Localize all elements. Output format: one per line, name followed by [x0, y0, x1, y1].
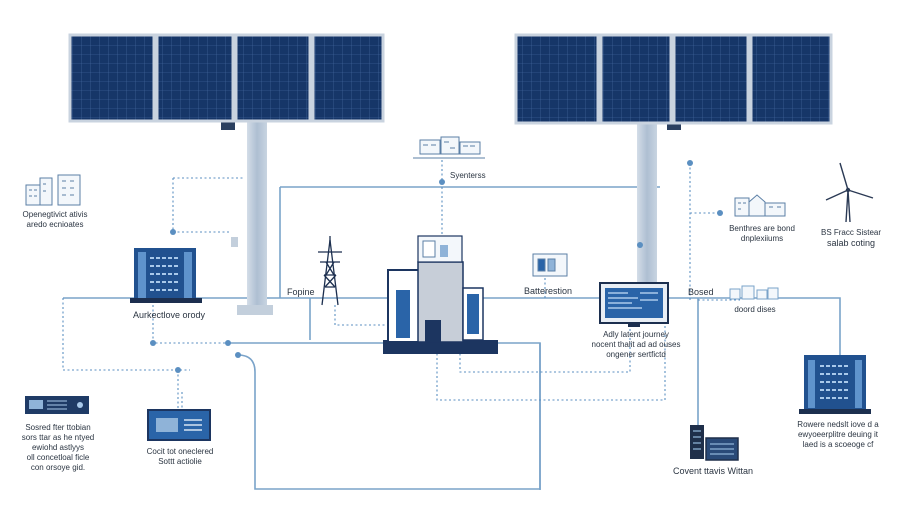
fopine-label: Fopine: [287, 287, 315, 297]
caption-line: ongener sertfictd: [606, 350, 666, 359]
caption-line: BS Fracc Sistear: [820, 228, 881, 237]
homes-icon: [734, 194, 786, 217]
node-dot: [717, 210, 723, 216]
node-dot: [170, 229, 176, 235]
node-dot: [439, 179, 445, 185]
junction-dots: [150, 160, 723, 373]
wind-turbine-icon: [825, 162, 874, 223]
office-building: [799, 355, 871, 414]
solar-panel: [311, 33, 385, 123]
solar-panel: [749, 33, 833, 125]
architecture-label: Aurkectlove orody: [132, 310, 206, 320]
server-caption: Covent ttavis Wittan: [672, 466, 754, 476]
server-rack-icon: [690, 425, 739, 461]
power-pylon-icon: [318, 236, 342, 306]
systems-label: Syenterss: [450, 171, 486, 180]
homes-caption: Benthres are bond dnplexiiums: [717, 224, 807, 244]
caption-line: Sottt actiolie: [158, 457, 202, 466]
solar-panel: [514, 33, 600, 125]
right-solar-array: [514, 33, 833, 125]
right-pillar: [627, 122, 681, 291]
battery-panel-icon: [532, 253, 568, 277]
caption-line: Adly latent journey: [603, 330, 669, 339]
caption-line: sors ttar as he ntyed: [21, 433, 95, 442]
monitoring-screen: [599, 282, 669, 327]
storage-caption: Cocit tot oneclered Sottt actiolie: [138, 447, 222, 467]
caption-line: Cocit tot oneclered: [146, 447, 214, 456]
left-pillar: [221, 122, 273, 315]
solid-connection-lines: [63, 186, 841, 490]
caption-line: nocent thalit ad ad ouses: [591, 340, 681, 349]
caption-line: Openegtivict ativis: [22, 210, 88, 219]
solar-panel: [68, 33, 156, 123]
node-dot: [225, 340, 231, 346]
caption-line: Benthres are bond: [729, 224, 795, 233]
caption-line: dnplexiiums: [740, 234, 784, 243]
wind-caption: BS Fracc Sistear salab coting: [815, 228, 887, 248]
caption-line: ewiohd astlyys: [31, 443, 85, 452]
solar-panel: [599, 33, 673, 125]
small-buildings-caption: doord dises: [734, 305, 776, 314]
monitor-caption: Adly latent journey nocent thalit ad ad …: [580, 330, 692, 360]
batteries-label: Batterestion: [524, 286, 573, 296]
central-control-building: [383, 235, 498, 354]
data-center-building: [130, 248, 202, 303]
node-dot: [637, 242, 643, 248]
solar-panel: [234, 33, 312, 123]
solar-panel: [672, 33, 750, 125]
node-dot: [150, 340, 156, 346]
solar-panel: [155, 33, 235, 123]
inverter-device: [25, 396, 89, 414]
battery-storage-unit: [147, 409, 211, 441]
node-dot: [175, 367, 181, 373]
left-solar-array: [68, 33, 385, 123]
node-dot: [687, 160, 693, 166]
buildings-caption: Openegtivict ativis aredo ecnioates: [20, 210, 90, 230]
caption-line: con orsoye gid.: [30, 463, 86, 472]
caption-line: ewyoeerplitre deuing it: [797, 430, 879, 439]
caption-line: Sosred fter ttobian: [25, 423, 91, 432]
bosed-label: Bosed: [688, 287, 714, 297]
caption-bold-line: salab coting: [826, 238, 876, 248]
city-buildings-icon: [25, 174, 81, 206]
caption-line: Rowere nedslt iove d a: [797, 420, 879, 429]
office-caption: Rowere nedslt iove d a ewyoeerplitre deu…: [790, 420, 886, 450]
caption-line: oll concetloal ficle: [26, 453, 90, 462]
caption-line: aredo ecnioates: [26, 220, 84, 229]
caption-line: laed is a scoeoge cf: [802, 440, 874, 449]
small-buildings-icon: [729, 285, 779, 300]
systems-network-icon: [413, 136, 485, 159]
node-dot: [235, 352, 241, 358]
inverter-caption: Sosred fter ttobian sors ttar as he ntye…: [15, 423, 101, 473]
